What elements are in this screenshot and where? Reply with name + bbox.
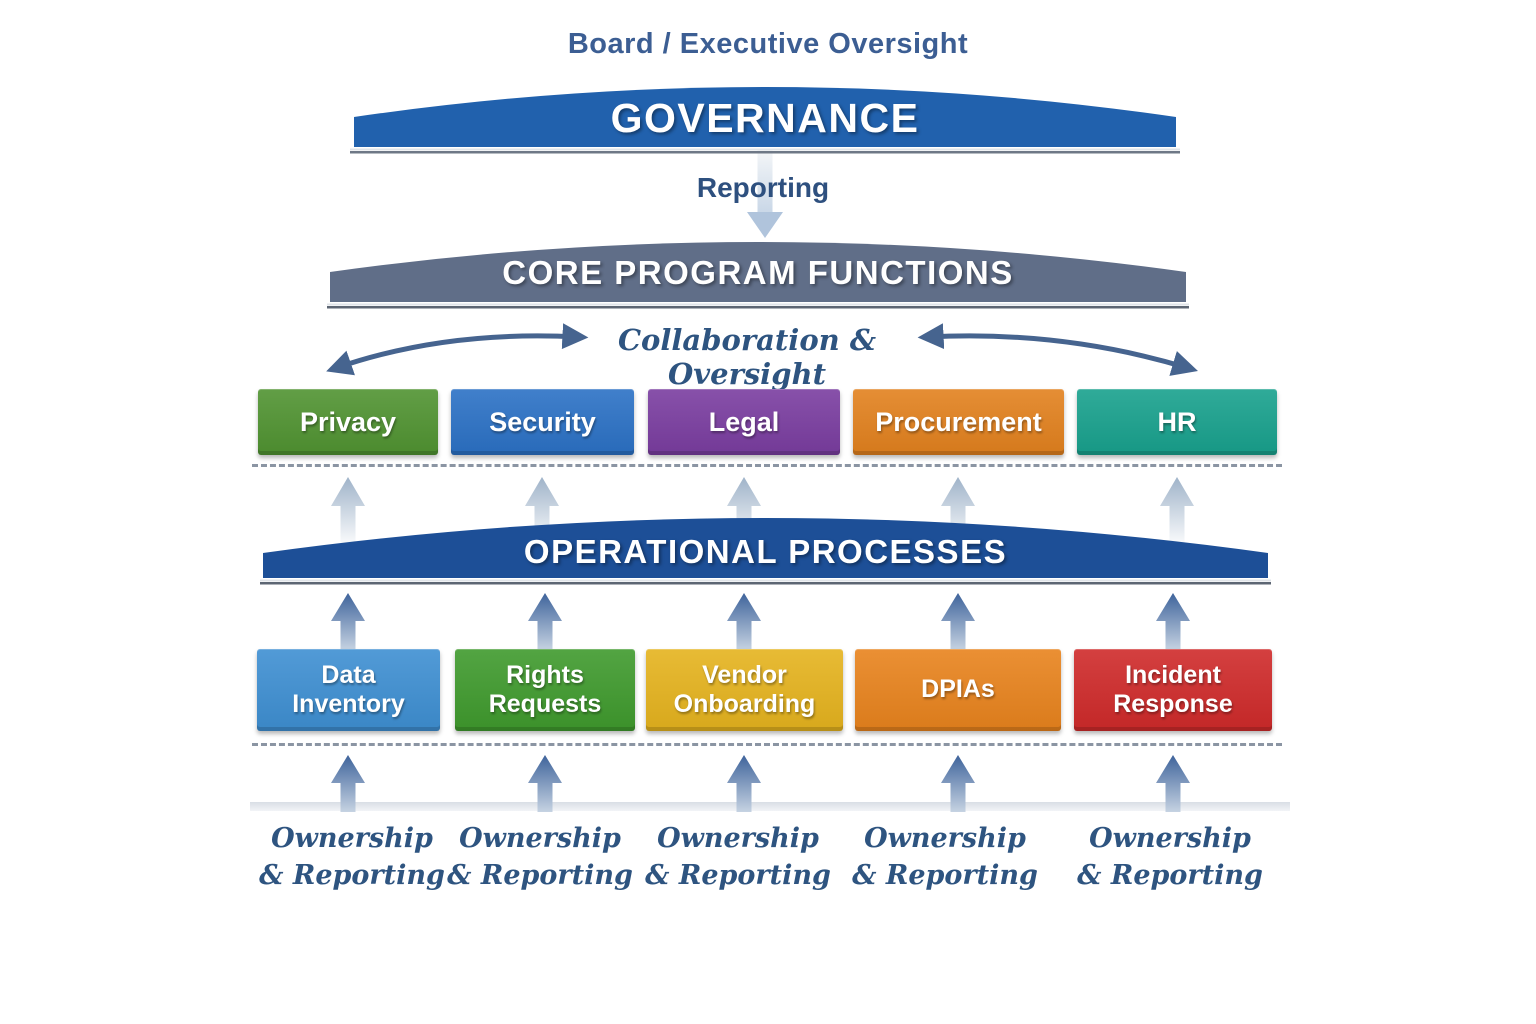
process-label: Rights Requests xyxy=(488,660,602,719)
ownership-line2: & Reporting xyxy=(259,860,445,891)
ownership-label: Ownership & Reporting xyxy=(1055,820,1285,894)
ownership-line2: & Reporting xyxy=(852,860,1038,891)
governance-label: GOVERNANCE xyxy=(610,95,920,141)
up-arrows-mid xyxy=(331,593,1190,650)
curved-arrow-left-icon xyxy=(326,323,589,376)
function-label: Procurement xyxy=(875,406,1042,437)
dashed-divider-bottom xyxy=(252,743,1282,746)
operational-processes-label: OPERATIONAL PROCESSES xyxy=(523,533,1008,570)
function-box-privacy: Privacy xyxy=(258,389,438,455)
process-box-incident-response: Incident Response xyxy=(1074,649,1272,731)
curved-arrow-right-icon xyxy=(917,323,1198,376)
ownership-line1: Ownership xyxy=(271,823,433,854)
process-box-dpias: DPIAs xyxy=(855,649,1061,731)
function-label: Privacy xyxy=(299,406,397,437)
ownership-line2: & Reporting xyxy=(1077,860,1263,891)
ownership-label: Ownership & Reporting xyxy=(425,820,655,894)
ownership-line1: Ownership xyxy=(459,823,621,854)
ownership-label: Ownership & Reporting xyxy=(623,820,853,894)
diagram-title: Board / Executive Oversight xyxy=(567,28,969,60)
process-label: Incident Response xyxy=(1113,660,1233,719)
process-box-data-inventory: Data Inventory xyxy=(257,649,440,731)
bottom-ledge xyxy=(250,802,1290,811)
core-functions-label: CORE PROGRAM FUNCTIONS xyxy=(502,254,1014,291)
function-box-hr: HR xyxy=(1077,389,1277,455)
ownership-line1: Ownership xyxy=(1089,823,1251,854)
process-label: Data Inventory xyxy=(292,660,405,719)
function-box-procurement: Procurement xyxy=(853,389,1064,455)
ownership-line1: Ownership xyxy=(657,823,819,854)
process-box-vendor-onboarding: Vendor Onboarding xyxy=(646,649,843,731)
ownership-label: Ownership & Reporting xyxy=(830,820,1060,894)
up-arrow-icon xyxy=(1156,593,1190,650)
function-box-security: Security xyxy=(451,389,634,455)
collaboration-oversight-label: Collaboration & Oversight xyxy=(617,323,877,391)
ownership-label: Ownership & Reporting xyxy=(237,820,467,894)
up-arrow-icon xyxy=(941,593,975,650)
ownership-line2: & Reporting xyxy=(645,860,831,891)
ownership-line1: Ownership xyxy=(864,823,1026,854)
up-arrow-icon xyxy=(528,593,562,650)
process-box-rights-requests: Rights Requests xyxy=(455,649,635,731)
function-label: Security xyxy=(489,406,596,437)
process-label: DPIAs xyxy=(921,675,995,704)
up-arrow-icon xyxy=(331,593,365,650)
ownership-line2: & Reporting xyxy=(447,860,633,891)
function-label: HR xyxy=(1157,406,1197,437)
function-label: Legal xyxy=(708,406,780,437)
up-arrow-icon xyxy=(727,593,761,650)
reporting-label: Reporting xyxy=(696,172,830,203)
function-box-legal: Legal xyxy=(648,389,840,455)
process-label: Vendor Onboarding xyxy=(673,660,816,719)
dashed-divider-top xyxy=(252,464,1282,467)
